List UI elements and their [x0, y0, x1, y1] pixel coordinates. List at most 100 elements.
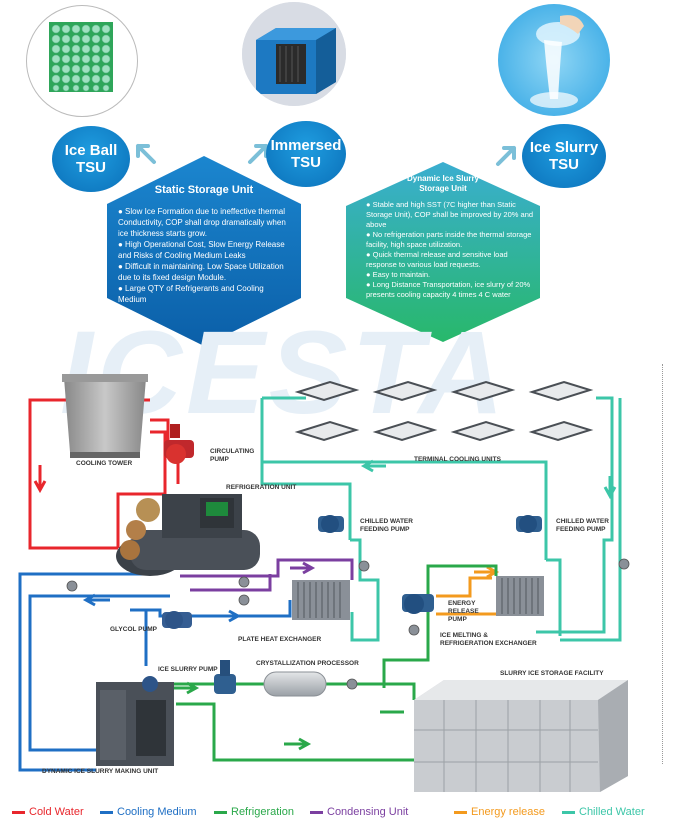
legend-cold-water: Cold Water [12, 806, 84, 818]
legend-cold-water-swatch [12, 810, 25, 814]
dynamic-storage-points: ● Stable and high SST (7C higher than St… [366, 200, 536, 300]
legend-refrigeration-label: Refrigeration [231, 806, 294, 818]
refrigeration-pipe [150, 682, 416, 700]
label-ice-slurry-pump: ICE SLURRY PUMP [158, 666, 218, 673]
label-terminal-cooling-units: TERMINAL COOLING UNITS [414, 456, 501, 463]
immersed-line2: TSU [291, 154, 321, 171]
static-storage-points: ● Slow Ice Formation due to ineffective … [118, 206, 294, 305]
label-chilled-pump-left: CHILLED WATER FEEDING PUMP [360, 518, 413, 533]
arrow-to-ice-ball-icon [136, 144, 156, 164]
label-crystallization-processor: CRYSTALLIZATION PROCESSOR [256, 660, 359, 667]
dynamic-point-2: ● No refrigeration parts inside the ther… [366, 230, 532, 249]
ice-ball-line1: Ice Ball [64, 142, 118, 159]
slurry-storage-tank [414, 680, 628, 792]
chilled-pump-left [318, 515, 344, 533]
static-storage-title: Static Storage Unit [154, 184, 254, 196]
label-glycol-pump: GLYCOL PUMP [110, 626, 157, 633]
dynamic-storage-hexagon [346, 162, 540, 342]
legend-cooling-medium: Cooling Medium [100, 806, 196, 818]
ice-ball-photo [26, 5, 138, 117]
legend-chilled-water-label: Chilled Water [579, 806, 645, 818]
glycol-pump [162, 611, 192, 629]
condensing-pipe-2 [190, 574, 272, 592]
ice-slurry-pump [214, 660, 236, 694]
dynamic-point-5: ● Long Distance Transportation, ice slur… [366, 280, 531, 299]
legend-chilled-water-swatch [562, 810, 575, 814]
cooling-medium-pipe-3 [130, 600, 292, 618]
plate-heat-exchanger [292, 580, 350, 620]
chilled-water-pipe-2 [536, 396, 614, 634]
dynamic-title-line1: Dynamic Ice Slurry [406, 174, 480, 183]
label-energy-release-pump: ENERGY RELEASE PUMP [448, 600, 479, 623]
immersed-tank-photo [242, 2, 346, 106]
refrigeration-pipe-2 [176, 702, 418, 762]
static-point-2: ● High Operational Cost, Slow Energy Rel… [118, 240, 285, 260]
chilled-left-arrow [360, 459, 386, 473]
static-point-1: ● Slow Ice Formation due to ineffective … [118, 207, 286, 238]
legend-condensing-unit-swatch [310, 810, 323, 814]
ice-slurry-photo [498, 4, 610, 116]
chilled-water-pipe-5 [546, 558, 562, 636]
condensing-arrow [290, 561, 316, 575]
immersed-line1: Immersed [270, 137, 342, 154]
ice-ball-line2: TSU [76, 159, 106, 176]
valves [66, 558, 630, 690]
dotted-divider [662, 364, 663, 764]
condensing-pipe [180, 558, 354, 580]
refrigeration-pipe-3 [382, 564, 498, 688]
refrigeration-unit [116, 494, 260, 576]
immersed-tsu-badge: Immersed TSU [266, 121, 346, 187]
chilled-water-pipe [260, 396, 352, 540]
static-point-3: ● Difficult in maintaining. Low Space Ut… [118, 262, 284, 282]
ice-slurry-making-unit [96, 676, 174, 766]
dynamic-point-4: ● Easy to maintain. [366, 270, 431, 279]
label-refrigeration-unit: REFRIGERATION UNIT [226, 484, 297, 491]
dynamic-point-3: ● Quick thermal release and sensitive lo… [366, 250, 508, 269]
energy-release-pump [402, 594, 434, 614]
ice-slurry-tsu-badge: Ice Slurry TSU [522, 124, 606, 188]
legend-cooling-medium-swatch [100, 810, 113, 814]
chilled-water-pipe-6 [560, 398, 622, 642]
chilled-down-arrow [603, 476, 617, 500]
refrigeration-arrow-2 [284, 737, 312, 751]
cooling-tower [62, 374, 148, 458]
cooling-medium-pipe [18, 572, 146, 772]
label-ice-melting-exchanger: ICE MELTING & REFRIGERATION EXCHANGER [440, 632, 537, 647]
chilled-pump-right [516, 515, 542, 533]
system-diagram [18, 374, 630, 792]
cooling-medium-pipe-2 [28, 594, 170, 752]
legend-cold-water-label: Cold Water [29, 806, 84, 818]
crystallization-processor [263, 671, 327, 697]
legend-chilled-water: Chilled Water [562, 806, 645, 818]
legend-energy-release-swatch [454, 810, 467, 814]
label-circulating-pump: CIRCULATING PUMP [210, 448, 255, 463]
dynamic-point-1: ● Stable and high SST (7C higher than St… [366, 200, 534, 229]
cold-water-down-arrow [33, 465, 47, 494]
arrow-to-ice-slurry-icon [496, 146, 516, 166]
legend-cooling-medium-label: Cooling Medium [117, 806, 197, 818]
legend-energy-release: Energy release [454, 806, 545, 818]
dynamic-storage-title: Dynamic Ice Slurry Storage Unit [346, 174, 540, 194]
label-making-unit: DYNAMIC ICE SLURRY MAKING UNIT [42, 768, 159, 775]
ice-melting-exchanger [496, 576, 544, 616]
cooling-right-arrow [216, 609, 242, 623]
label-plate-heat-exchanger: PLATE HEAT EXCHANGER [238, 636, 322, 643]
legend-condensing-unit: Condensing Unit [310, 806, 408, 818]
legend-energy-release-label: Energy release [471, 806, 545, 818]
static-storage-hexagon [107, 156, 301, 346]
ice-slurry-line2: TSU [549, 156, 579, 173]
legend-refrigeration: Refrigeration [214, 806, 294, 818]
refrigeration-arrow-1 [172, 681, 200, 695]
label-cooling-tower: COOLING TOWER [76, 460, 133, 467]
legend-condensing-unit-label: Condensing Unit [327, 806, 409, 818]
ice-ball-tsu-badge: Ice Ball TSU [52, 126, 130, 192]
chilled-water-pipe-4 [350, 538, 380, 642]
cooling-left-arrow [82, 593, 110, 607]
energy-right-arrow [474, 565, 500, 579]
label-slurry-storage-facility: SLURRY ICE STORAGE FACILITY [500, 670, 604, 677]
dynamic-title-line2: Storage Unit [419, 184, 467, 193]
ice-slurry-line1: Ice Slurry [529, 139, 599, 156]
terminal-cooling-units [294, 380, 594, 442]
energy-release-pipe [436, 576, 492, 598]
legend-refrigeration-swatch [214, 810, 227, 814]
